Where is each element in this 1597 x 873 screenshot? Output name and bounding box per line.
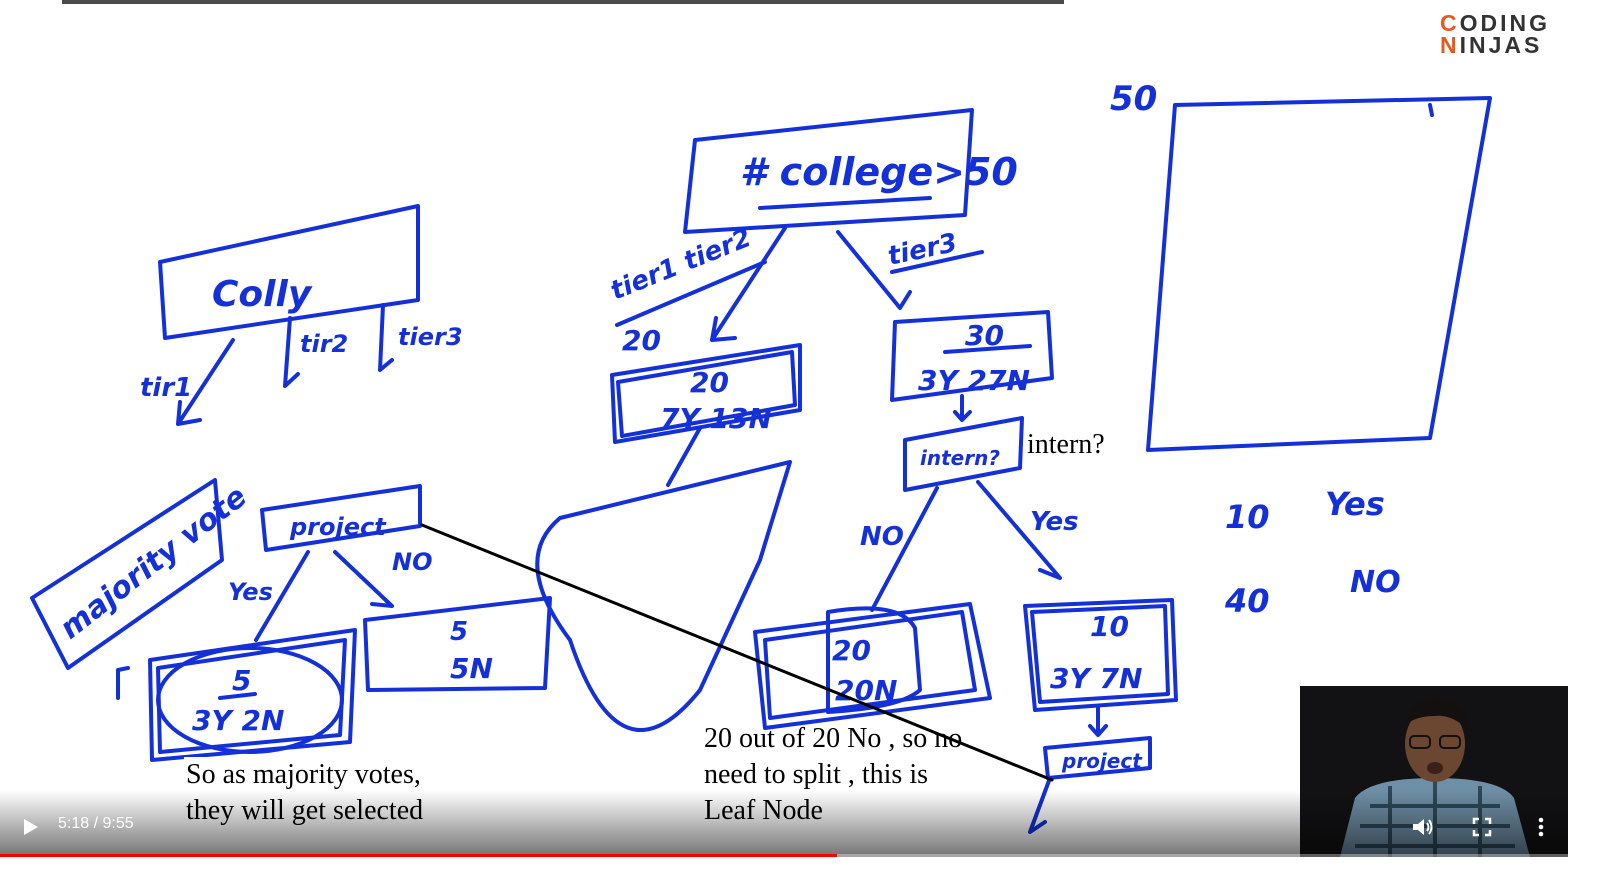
logo-line1: CODING xyxy=(1440,10,1551,36)
label-40: 40 xyxy=(1224,582,1270,620)
fullscreen-button[interactable] xyxy=(1468,813,1496,841)
whiteboard: Colly tir1 tir2 tier3 majority vote proj… xyxy=(30,79,1492,834)
yes-label-left: Yes xyxy=(228,578,273,606)
branch-tier2 xyxy=(283,316,300,388)
volume-button[interactable] xyxy=(1408,813,1436,841)
right-leaf-total: 5 xyxy=(450,617,468,647)
no-label-mid: NO xyxy=(860,522,904,552)
yes-label-mid: Yes xyxy=(1030,507,1079,537)
college-box xyxy=(158,204,420,340)
count20-label: 20 xyxy=(622,324,661,357)
label-yes: Yes xyxy=(1325,485,1385,523)
annotation-pointer-line xyxy=(420,523,1054,782)
coding-ninjas-logo: CODING NINJAS xyxy=(1440,10,1551,58)
time-display: 5:18 / 9:55 xyxy=(58,815,134,833)
left-leaf-box xyxy=(148,628,357,762)
play-button[interactable] xyxy=(16,813,44,841)
leaf-cone xyxy=(535,460,792,732)
node10-box xyxy=(1023,598,1178,712)
branch-tier3-mid xyxy=(836,230,912,310)
right-leaf-box xyxy=(363,596,552,692)
branch-tier1 xyxy=(176,338,235,426)
left-leaf-circle xyxy=(156,646,344,754)
tier1-label: tir1 xyxy=(140,373,192,403)
intern-annotation: intern? xyxy=(1027,429,1105,460)
node10-split: 3Y 7N xyxy=(1050,662,1142,695)
intern-box-label: intern? xyxy=(920,446,1000,470)
project2-label: project xyxy=(1061,749,1143,773)
more-vert-icon xyxy=(1538,817,1544,837)
node30-split: 3Y 27N xyxy=(918,364,1030,397)
right-leaf-split: 5N xyxy=(450,652,493,685)
right-square xyxy=(1146,96,1492,452)
left-leaf-total: 5 xyxy=(232,664,251,697)
label-50: 50 xyxy=(1110,79,1157,119)
branch-yes-left xyxy=(254,550,310,642)
node10-total: 10 xyxy=(1090,610,1129,643)
video-frame[interactable]: Colly tir1 tir2 tier3 majority vote proj… xyxy=(0,0,1568,857)
left-leaf-split: 3Y 2N xyxy=(192,704,284,737)
progress-fill xyxy=(0,854,838,857)
more-options-button[interactable] xyxy=(1527,813,1555,841)
logo-line2: NINJAS xyxy=(1440,32,1543,58)
fullscreen-icon xyxy=(1472,817,1492,837)
volume-icon xyxy=(1413,819,1433,835)
branch-tier12 xyxy=(710,226,787,342)
node20b-split: 20N xyxy=(835,674,897,707)
node20-split: 7Y 13N xyxy=(660,402,772,435)
majority-vote-box xyxy=(30,478,224,670)
tier3-label: tier3 xyxy=(398,323,463,351)
root-box-label: # college>50 xyxy=(740,150,1018,194)
label-no: NO xyxy=(1350,565,1401,600)
node20-box xyxy=(610,343,802,444)
current-time: 5:18 xyxy=(58,815,90,832)
video-controls: 5:18 / 9:55 xyxy=(0,805,1568,847)
top-edge-bar xyxy=(62,0,1064,4)
node30-box xyxy=(890,310,1054,402)
project-box xyxy=(260,484,422,552)
project-box-label: project xyxy=(289,513,387,541)
intern-box xyxy=(903,416,1024,492)
root-box xyxy=(683,108,974,234)
time-separator: / xyxy=(89,815,103,832)
node20b-total: 20 xyxy=(832,634,871,667)
node20-total: 20 xyxy=(690,366,729,399)
no-label-left: NO xyxy=(392,548,433,576)
duration: 9:55 xyxy=(102,815,134,832)
branch-tier3 xyxy=(378,303,394,372)
progress-bar[interactable] xyxy=(0,854,1568,857)
tier2-label: tir2 xyxy=(300,330,348,358)
label-10: 10 xyxy=(1225,498,1270,536)
branch-no-left xyxy=(333,550,394,608)
play-icon xyxy=(24,819,38,835)
college-box-label: Colly xyxy=(212,274,313,315)
project2-box xyxy=(1043,736,1152,780)
tier12-label: tier1 tier2 xyxy=(606,223,755,307)
